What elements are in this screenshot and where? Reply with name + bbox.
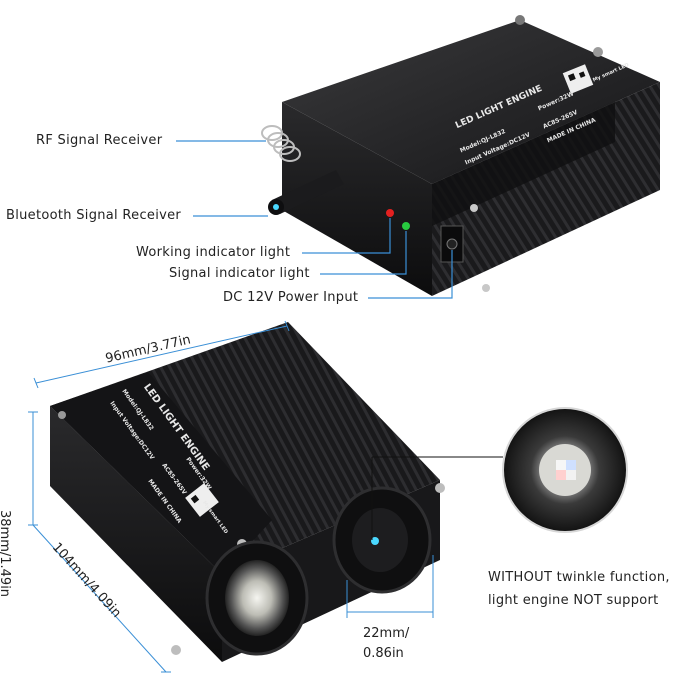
dimension-port-b: 0.86in	[363, 646, 404, 661]
callout-signal-light: Signal indicator light	[169, 266, 310, 281]
dimension-height: 38mm/1.49in	[0, 510, 12, 598]
callout-bluetooth-receiver: Bluetooth Signal Receiver	[6, 208, 182, 223]
callout-rf-receiver: RF Signal Receiver	[36, 133, 163, 148]
top-callout-lines	[176, 140, 453, 299]
callout-dc-input: DC 12V Power Input	[223, 290, 359, 305]
dimension-port-a: 22mm/	[363, 626, 410, 641]
callout-working-light: Working indicator light	[136, 245, 291, 260]
lens-closeup	[502, 407, 628, 533]
top-device	[261, 15, 660, 296]
closeup-connector	[371, 456, 503, 540]
dimension-lines	[28, 320, 434, 673]
bottom-device	[50, 322, 445, 662]
note-line-2: light engine NOT support	[488, 593, 659, 608]
note-line-1: WITHOUT twinkle function,	[488, 570, 670, 585]
